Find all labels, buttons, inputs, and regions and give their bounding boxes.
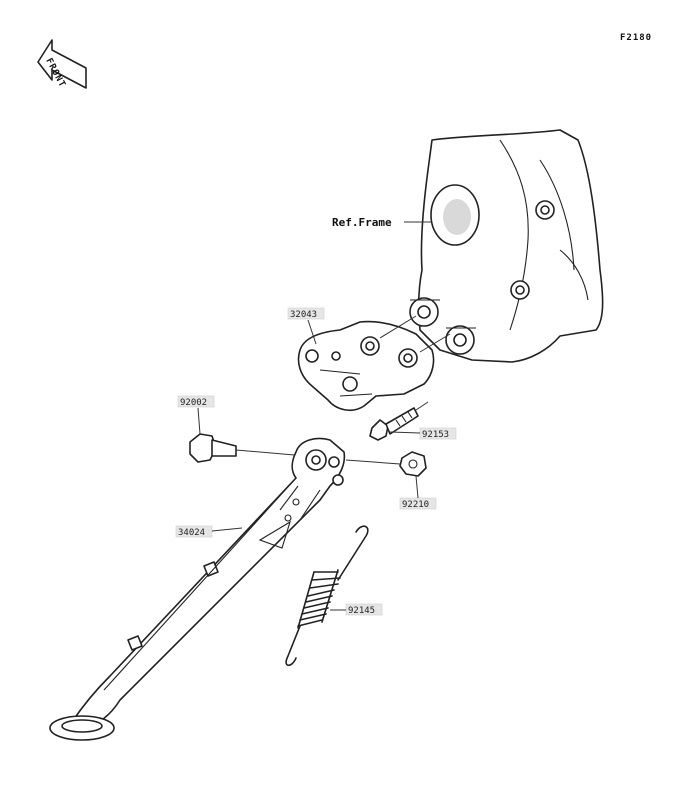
ref-frame-label: Ref.Frame (332, 216, 392, 229)
pivot-bolt-illustration (189, 433, 307, 463)
part-number-92153: 92153 (422, 430, 449, 440)
nut-illustration (345, 451, 427, 477)
part-number-32043: 32043 (290, 310, 317, 320)
part-number-92210: 92210 (402, 500, 429, 510)
part-number-92145: 92145 (348, 606, 375, 616)
frame-illustration (409, 129, 604, 363)
part-number-92002: 92002 (180, 398, 207, 408)
front-direction-arrow-icon: FRONT (37, 39, 87, 90)
bracket-illustration (297, 315, 451, 412)
mount-bolt-illustration (369, 401, 429, 441)
part-number-34024: 34024 (178, 528, 205, 538)
side-stand-illustration (49, 437, 346, 741)
diagram-code: F2180 (620, 33, 652, 43)
spring-illustration (285, 525, 369, 667)
